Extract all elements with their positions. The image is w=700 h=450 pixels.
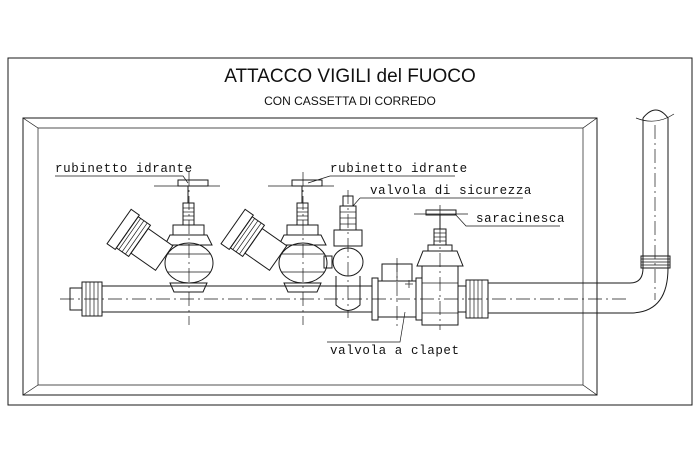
leader-lines — [55, 175, 560, 343]
riser-pipe — [629, 109, 675, 314]
safety-valve — [323, 190, 364, 318]
drawing-title: ATTACCO VIGILI del FUOCO — [224, 66, 476, 87]
label-hydrant-valve-1: rubinetto idrante — [55, 162, 193, 176]
hydrant-valve-2 — [220, 172, 334, 325]
equipment-cabinet — [22, 117, 598, 396]
label-safety-valve: valvola di sicurezza — [370, 184, 532, 198]
check-valve — [371, 258, 423, 330]
drawing-frame — [7, 57, 693, 406]
label-hydrant-valve-2: rubinetto idrante — [330, 162, 468, 176]
label-check-valve: valvola a clapet — [330, 344, 460, 358]
gate-valve — [414, 205, 489, 330]
drawing-subtitle: CON CASSETTA DI CORREDO — [264, 94, 436, 108]
hydrant-valve-1 — [106, 172, 220, 325]
main-pipe — [60, 281, 630, 317]
label-gate-valve: saracinesca — [476, 212, 565, 226]
